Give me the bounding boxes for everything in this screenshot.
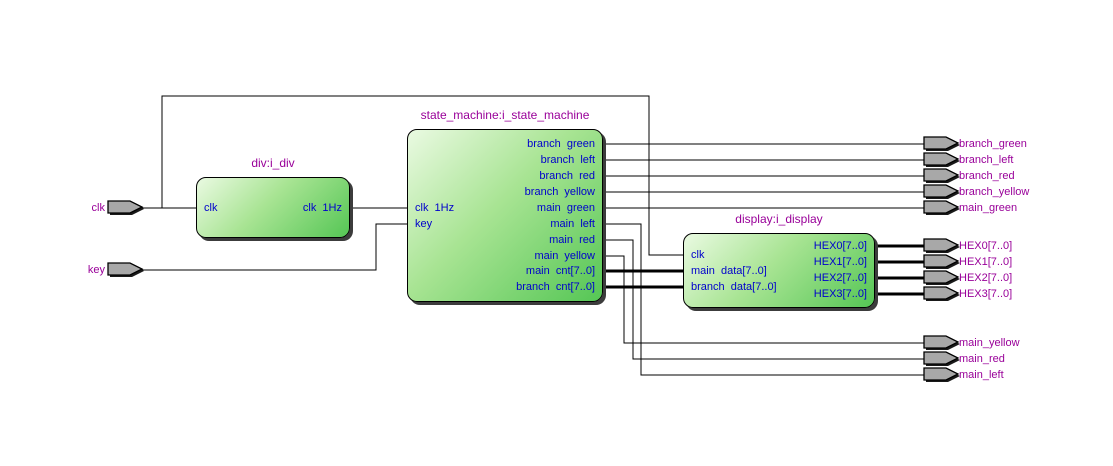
- pin-label-main-yellow: main_yellow: [959, 337, 1020, 349]
- port-state-machine-i-state-machine-in-0: clk 1Hz: [415, 202, 455, 214]
- pin-arrow-icon: [923, 254, 960, 268]
- port-display-i-display-out-2: HEX2[7..0]: [813, 272, 867, 284]
- output-pin-hex1-7-0[interactable]: [923, 253, 963, 271]
- pin-arrow-icon: [923, 286, 960, 300]
- output-pin-main-yellow[interactable]: [923, 334, 963, 352]
- block-state-machine-i-state-machine[interactable]: [407, 129, 603, 302]
- port-display-i-display-in-0: clk: [691, 249, 705, 261]
- wire-main-left[interactable]: [603, 223, 926, 376]
- port-div-i-div-in-0: clk: [204, 202, 218, 214]
- port-state-machine-i-state-machine-out-3: branch yellow: [524, 186, 595, 198]
- pin-arrow-icon: [923, 184, 960, 198]
- port-state-machine-i-state-machine-out-0: branch green: [527, 138, 595, 150]
- port-state-machine-i-state-machine-out-5: main left: [550, 218, 595, 230]
- pin-arrow-icon: [923, 335, 960, 349]
- block-display-i-display[interactable]: [683, 233, 875, 308]
- port-state-machine-i-state-machine-out-8: main cnt[7..0]: [525, 265, 595, 277]
- pin-arrow-icon: [923, 367, 960, 381]
- port-state-machine-i-state-machine-out-9: branch cnt[7..0]: [516, 281, 595, 293]
- block-title-state-machine-i-state-machine: state_machine:i_state_machine: [420, 108, 590, 122]
- port-display-i-display-in-2: branch data[7..0]: [691, 281, 777, 293]
- pin-arrow-icon: [107, 262, 144, 276]
- port-display-i-display-out-1: HEX1[7..0]: [813, 256, 867, 268]
- port-state-machine-i-state-machine-in-1: key: [415, 218, 433, 230]
- pin-label-hex2-7-0: HEX2[7..0]: [959, 272, 1013, 284]
- pin-arrow-icon: [923, 238, 960, 252]
- pin-label-main-red: main_red: [959, 353, 1005, 365]
- port-state-machine-i-state-machine-out-7: main yellow: [534, 250, 595, 262]
- pin-arrow-icon: [923, 351, 960, 365]
- output-pin-hex3-7-0[interactable]: [923, 285, 963, 303]
- pin-label-hex3-7-0: HEX3[7..0]: [959, 288, 1013, 300]
- wire-main-yellow[interactable]: [603, 255, 926, 344]
- port-display-i-display-in-1: main data[7..0]: [691, 265, 767, 277]
- pin-label-branch-green: branch_green: [959, 138, 1027, 150]
- output-pin-branch-red[interactable]: [923, 167, 963, 185]
- pin-arrow-icon: [107, 200, 144, 214]
- pin-label-hex0-7-0: HEX0[7..0]: [959, 240, 1013, 252]
- pin-label-branch-red: branch_red: [959, 170, 1015, 182]
- pin-label-main-left: main_left: [959, 369, 1004, 381]
- pin-arrow-icon: [923, 136, 960, 150]
- output-pin-main-green[interactable]: [923, 199, 963, 217]
- pin-label-key: key: [87, 264, 105, 276]
- pin-label-main-green: main_green: [959, 202, 1018, 214]
- pin-label-branch-yellow: branch_yellow: [959, 186, 1030, 198]
- pin-arrow-icon: [923, 152, 960, 166]
- port-state-machine-i-state-machine-out-6: main red: [549, 234, 595, 246]
- port-state-machine-i-state-machine-out-1: branch left: [540, 154, 595, 166]
- pin-arrow-icon: [923, 200, 960, 214]
- wire-main-red[interactable]: [603, 239, 926, 360]
- pin-label-branch-left: branch_left: [959, 154, 1014, 166]
- output-pin-hex2-7-0[interactable]: [923, 269, 963, 287]
- output-pin-main-red[interactable]: [923, 350, 963, 368]
- output-pin-branch-left[interactable]: [923, 151, 963, 169]
- wire-key-to-state-machine[interactable]: [140, 223, 407, 271]
- output-pin-main-left[interactable]: [923, 366, 963, 384]
- pin-label-hex1-7-0: HEX1[7..0]: [959, 256, 1013, 268]
- pin-arrow-icon: [923, 270, 960, 284]
- wire-clk-to-display[interactable]: [161, 95, 683, 256]
- port-display-i-display-out-0: HEX0[7..0]: [813, 240, 867, 252]
- block-div-i-div[interactable]: [196, 177, 350, 238]
- output-pin-branch-yellow[interactable]: [923, 183, 963, 201]
- input-pin-key[interactable]: [107, 261, 147, 279]
- block-title-display-i-display: display:i_display: [735, 212, 823, 226]
- output-pin-branch-green[interactable]: [923, 135, 963, 153]
- port-state-machine-i-state-machine-out-2: branch red: [539, 170, 595, 182]
- input-pin-clk[interactable]: [107, 199, 147, 217]
- port-state-machine-i-state-machine-out-4: main green: [536, 202, 595, 214]
- pin-arrow-icon: [923, 168, 960, 182]
- port-div-i-div-out-0: clk 1Hz: [302, 202, 342, 214]
- pin-label-clk: clk: [91, 202, 105, 214]
- block-title-div-i-div: div:i_div: [251, 156, 295, 170]
- output-pin-hex0-7-0[interactable]: [923, 237, 963, 255]
- port-display-i-display-out-3: HEX3[7..0]: [813, 288, 867, 300]
